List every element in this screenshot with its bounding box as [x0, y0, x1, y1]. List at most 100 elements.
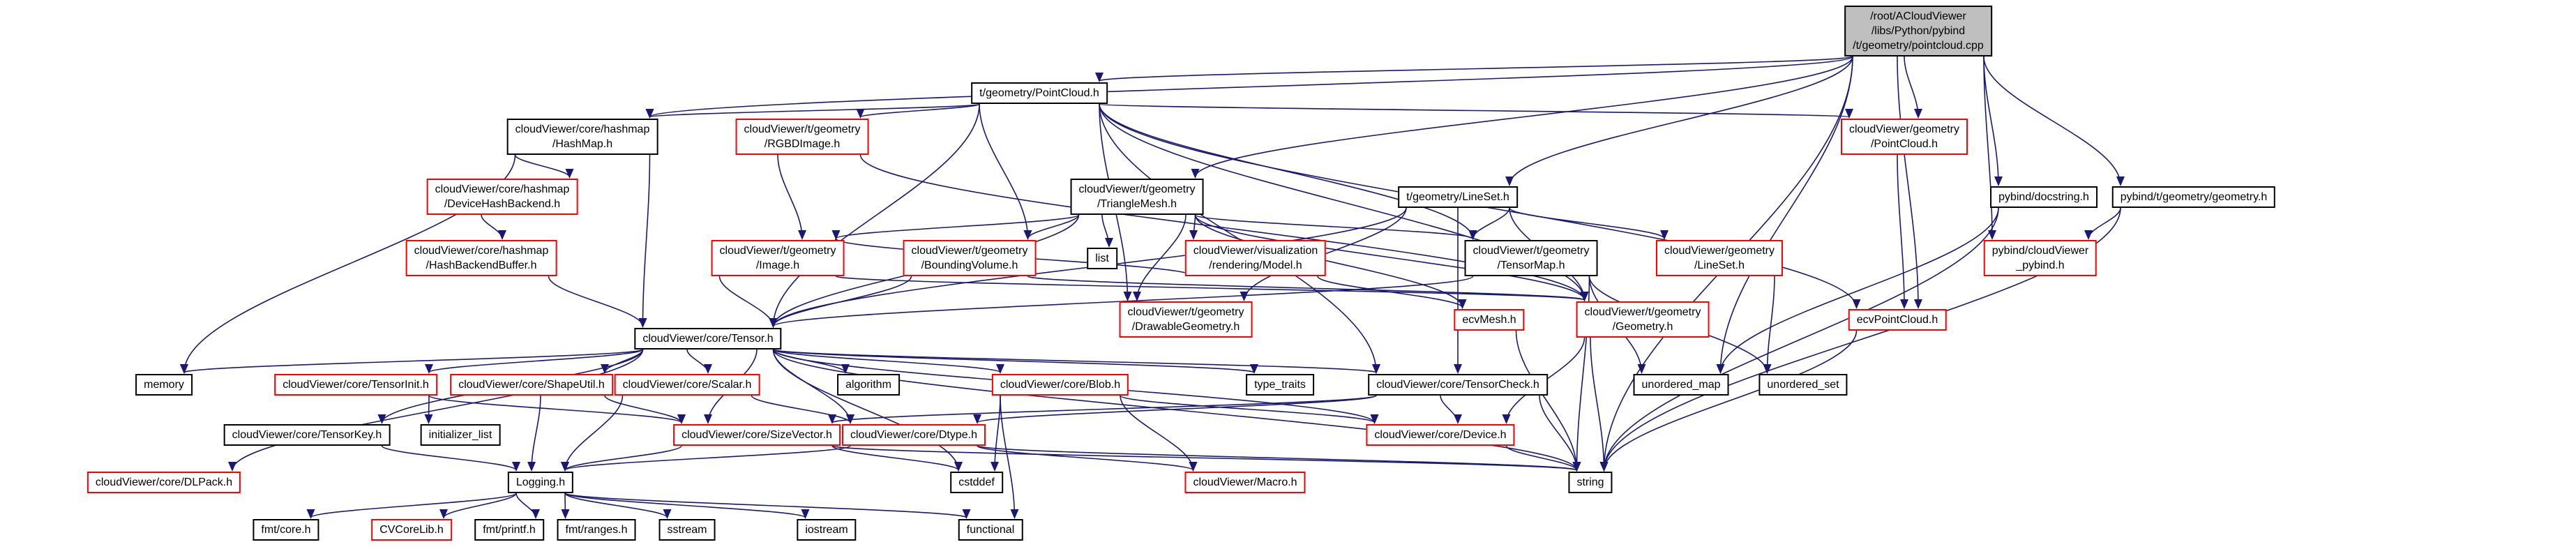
- dependency-edge-tensor_h--type_traits: [772, 349, 1258, 374]
- node-label-line: /HashMap.h: [552, 138, 613, 150]
- node-label-line: iostream: [805, 524, 848, 536]
- graph-node-docstring_h[interactable]: pybind/docstring.h: [1990, 186, 2097, 208]
- node-label-line: functional: [966, 524, 1015, 536]
- dependency-edge-tensor_h--scalar_h: [686, 349, 712, 374]
- dependency-edge-logging_h--sstream: [564, 493, 672, 519]
- node-label-line: list: [1095, 253, 1109, 264]
- dependency-edge-logging_h--fmt_ranges_h: [561, 493, 570, 519]
- node-label-line: fmt/printf.h: [483, 524, 536, 536]
- graph-node-bounding_volume_h[interactable]: cloudViewer/t/geometry/BoundingVolume.h: [903, 240, 1037, 276]
- node-label-line: unordered_set: [1767, 379, 1839, 391]
- graph-node-geometry_lineset_h[interactable]: cloudViewer/geometry/LineSet.h: [1655, 240, 1784, 276]
- dependency-edge-rgbdimage_h--t_geometry_geometry_h: [859, 154, 1589, 301]
- node-label-line: pybind/cloudViewer: [1991, 245, 2089, 257]
- graph-node-tensor_h[interactable]: cloudViewer/core/Tensor.h: [634, 328, 782, 350]
- graph-node-tensormap_h[interactable]: cloudViewer/t/geometry/TensorMap.h: [1464, 240, 1598, 276]
- dependency-edge-pointcloud_cpp--geometry_pointcloud_h: [1904, 56, 1922, 119]
- dependency-edge-sizevector_h--string: [831, 445, 1581, 472]
- node-label-line: /LineSet.h: [1694, 260, 1745, 271]
- dependency-edge-scalar_h--logging_h: [561, 395, 624, 472]
- dependency-edge-rendering_model_h--ecvmesh_h: [1317, 276, 1467, 309]
- node-label-line: cloudViewer/t/geometry: [1078, 183, 1196, 195]
- node-label-line: cloudViewer/core/DLPack.h: [95, 476, 233, 488]
- node-label-line: /libs/Python/pybind: [1871, 25, 1966, 37]
- node-label-line: cloudViewer/core/TensorKey.h: [232, 429, 382, 441]
- graph-node-macro_h[interactable]: cloudViewer/Macro.h: [1184, 472, 1306, 493]
- dependency-edge-tensor_h--memory: [180, 349, 644, 374]
- dependency-edge-geometry_lineset_h--unordered_set: [1763, 276, 1775, 374]
- dependency-edge-t_geometry_lineset_h--geometry_lineset_h: [1509, 207, 1669, 240]
- dependency-edge-bounding_volume_h--t_geometry_geometry_h: [1027, 276, 1588, 301]
- graph-node-logging_h[interactable]: Logging.h: [507, 472, 574, 493]
- dependency-edge-logging_h--functional: [564, 493, 970, 519]
- graph-node-fmt_printf_h: fmt/printf.h: [474, 519, 544, 541]
- dependency-edge-bounding_volume_h--tensor_h: [769, 276, 912, 328]
- graph-node-rendering_model_h[interactable]: cloudViewer/visualization/rendering/Mode…: [1184, 240, 1327, 276]
- node-label-line: cloudViewer/core/Scalar.h: [622, 379, 752, 391]
- graph-node-t_geometry_geometry_h[interactable]: cloudViewer/t/geometry/Geometry.h: [1576, 301, 1710, 338]
- dependency-edge-tensor_h--string: [772, 349, 1581, 472]
- node-label-line: cloudViewer/t/geometry: [911, 245, 1028, 257]
- graph-node-tensorinit_h[interactable]: cloudViewer/core/TensorInit.h: [274, 374, 437, 396]
- dependency-edge-shapeutil_h--sizevector_h: [604, 395, 686, 424]
- graph-node-pybind_t_geometry_geometry_h[interactable]: pybind/t/geometry/geometry.h: [2111, 186, 2276, 208]
- node-label-line: string: [1576, 476, 1604, 488]
- dependency-edge-pybind_t_geometry_geometry_h--cloudviewer_pybind_h: [2084, 207, 2121, 240]
- graph-node-device_h[interactable]: cloudViewer/core/Device.h: [1366, 424, 1515, 446]
- graph-node-t_geometry_lineset_h[interactable]: t/geometry/LineSet.h: [1398, 186, 1518, 208]
- dependency-edge-hash_backend_buffer_h--tensor_h: [548, 276, 647, 328]
- node-label-line: unordered_map: [1641, 379, 1721, 391]
- graph-node-rgbdimage_h[interactable]: cloudViewer/t/geometry/RGBDImage.h: [735, 119, 869, 155]
- dependency-edge-tensor_h--shapeutil_h: [601, 349, 644, 374]
- dependency-edge-tensor_h--blob_h: [772, 349, 1004, 374]
- node-label-line: cloudViewer/t/geometry: [1472, 245, 1590, 257]
- graph-node-trianglemesh_h[interactable]: cloudViewer/t/geometry/TriangleMesh.h: [1070, 179, 1204, 215]
- graph-node-shapeutil_h[interactable]: cloudViewer/core/ShapeUtil.h: [450, 374, 613, 396]
- node-label-line: /t/geometry/pointcloud.cpp: [1853, 40, 1984, 52]
- dependency-edge-trianglemesh_h--rendering_model_h: [1189, 214, 1198, 240]
- node-label-line: Logging.h: [515, 476, 566, 488]
- graph-node-t_image_h[interactable]: cloudViewer/t/geometry/Image.h: [711, 240, 845, 276]
- graph-node-dlpack_h[interactable]: cloudViewer/core/DLPack.h: [86, 472, 241, 493]
- dependency-edge-pointcloud_cpp--ecvpointcloud_h: [1897, 56, 1922, 309]
- graph-node-scalar_h[interactable]: cloudViewer/core/Scalar.h: [614, 374, 760, 396]
- graph-node-cloudviewer_pybind_h[interactable]: pybind/cloudViewer _pybind.h: [1983, 240, 2097, 276]
- dependency-edge-trianglemesh_h--drawable_geometry_h: [1133, 214, 1187, 301]
- node-label-line: cloudViewer/Macro.h: [1193, 476, 1297, 488]
- node-label-line: cloudViewer/t/geometry: [1584, 306, 1701, 318]
- dependency-edge-tensorcheck_h--string: [1539, 395, 1581, 472]
- node-label-line: ecvPointCloud.h: [1856, 314, 1938, 326]
- graph-node-sizevector_h[interactable]: cloudViewer/core/SizeVector.h: [673, 424, 841, 446]
- graph-node-hash_backend_buffer_h[interactable]: cloudViewer/core/hashmap/HashBackendBuff…: [405, 240, 557, 276]
- dependency-edge-logging_h--iostream: [564, 493, 810, 519]
- node-label-line: _pybind.h: [2016, 260, 2065, 271]
- graph-node-t_geometry_pointcloud_h[interactable]: t/geometry/PointCloud.h: [971, 82, 1108, 104]
- node-label-line: pybind/docstring.h: [1998, 191, 2089, 203]
- graph-node-tensorkey_h[interactable]: cloudViewer/core/TensorKey.h: [223, 424, 391, 446]
- graph-node-cvcorelib_h[interactable]: CVCoreLib.h: [371, 519, 452, 541]
- node-label-line: initializer_list: [428, 429, 492, 441]
- node-label-line: /RGBDImage.h: [764, 138, 841, 150]
- graph-node-memory: memory: [135, 374, 193, 396]
- dependency-edge-t_geometry_geometry_h--string: [1590, 337, 1609, 472]
- graph-node-ecvpointcloud_h[interactable]: ecvPointCloud.h: [1848, 309, 1947, 331]
- dependency-edge-blob_h--macro_h: [1120, 395, 1198, 472]
- graph-node-blob_h[interactable]: cloudViewer/core/Blob.h: [991, 374, 1129, 396]
- node-label-line: pybind/t/geometry/geometry.h: [2120, 191, 2268, 203]
- dependency-edge-pointcloud_cpp--cloudviewer_pybind_h: [1983, 56, 1996, 240]
- dependency-edge-pointcloud_cpp--docstring_h: [1983, 56, 2003, 186]
- graph-node-geometry_pointcloud_h[interactable]: cloudViewer/geometry/PointCloud.h: [1840, 119, 1968, 155]
- dependency-edge-hashmap_h--device_hash_backend_h: [514, 154, 574, 179]
- graph-node-iostream: iostream: [797, 519, 857, 541]
- graph-node-device_hash_backend_h[interactable]: cloudViewer/core/hashmap/DeviceHashBacke…: [426, 179, 578, 215]
- graph-node-tensorcheck_h[interactable]: cloudViewer/core/TensorCheck.h: [1368, 374, 1548, 396]
- node-label-line: memory: [144, 379, 184, 391]
- graph-node-drawable_geometry_h[interactable]: cloudViewer/t/geometry/DrawableGeometry.…: [1119, 301, 1253, 338]
- node-label-line: cloudViewer/core/hashmap: [435, 183, 570, 195]
- graph-node-ecvmesh_h[interactable]: ecvMesh.h: [1454, 309, 1525, 331]
- graph-node-dtype_h[interactable]: cloudViewer/core/Dtype.h: [841, 424, 986, 446]
- dependency-edge-tensorkey_h--logging_h: [381, 445, 520, 472]
- dependency-edge-ecvpointcloud_h--string: [1599, 330, 1858, 472]
- node-label-line: cloudViewer/core/TensorCheck.h: [1376, 379, 1539, 391]
- graph-node-hashmap_h[interactable]: cloudViewer/core/hashmap/HashMap.h: [506, 119, 658, 155]
